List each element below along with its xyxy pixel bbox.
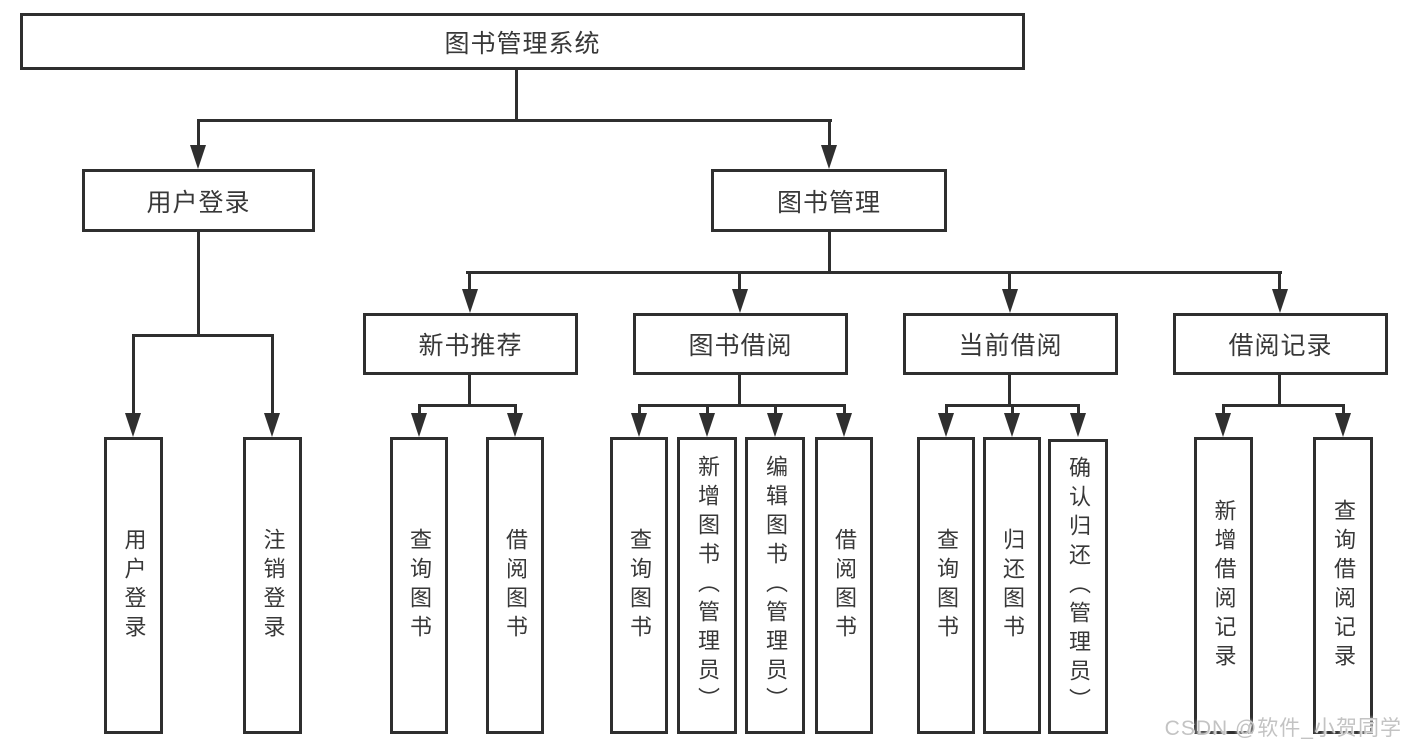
leaf-br-query-record-label: 查询借阅记录 bbox=[1331, 498, 1356, 673]
leaf-cb-confirm-return-admin: 确认归还（管理员） bbox=[1048, 439, 1108, 734]
leaf-bb-query-books-label: 查询图书 bbox=[627, 527, 652, 644]
arrowhead-bb-edit bbox=[767, 413, 783, 437]
arrowhead-bb-add bbox=[699, 413, 715, 437]
connector-bookborrow-stub bbox=[738, 271, 741, 291]
leaf-bb-query-books: 查询图书 bbox=[610, 437, 668, 734]
connector-manage-drop bbox=[828, 119, 831, 147]
connector-leaf-logout-drop bbox=[271, 334, 274, 415]
node-borrow-records: 借阅记录 bbox=[1173, 313, 1388, 375]
leaf-cb-return-books: 归还图书 bbox=[983, 437, 1041, 734]
leaf-bb-add-book-admin: 新增图书（管理员） bbox=[677, 437, 737, 734]
node-book-manage: 图书管理 bbox=[711, 169, 947, 232]
arrowhead-bookborrow bbox=[732, 289, 748, 313]
node-user-login: 用户登录 bbox=[82, 169, 315, 232]
connector-newbook-stub bbox=[468, 271, 471, 291]
arrowhead-leaf-logout bbox=[264, 413, 280, 437]
connector-level2-branch bbox=[197, 119, 832, 122]
arrowhead-cb-query bbox=[938, 413, 954, 437]
node-root: 图书管理系统 bbox=[20, 13, 1025, 70]
leaf-br-add-record-label: 新增借阅记录 bbox=[1211, 498, 1237, 673]
connector-records-branch bbox=[1222, 404, 1345, 407]
leaf-cb-confirm-return-admin-label: 确认归还（管理员） bbox=[1066, 456, 1091, 717]
connector-cb-confirm-stub bbox=[1077, 404, 1080, 415]
arrowhead-login bbox=[190, 145, 206, 169]
connector-newbook-branch bbox=[418, 404, 517, 407]
leaf-bb-edit-book-admin: 编辑图书（管理员） bbox=[745, 437, 805, 734]
node-current-borrow: 当前借阅 bbox=[903, 313, 1118, 375]
leaf-cb-return-books-label: 归还图书 bbox=[1000, 527, 1025, 644]
connector-nb-query-stub bbox=[418, 404, 421, 415]
leaf-bb-borrow-books: 借阅图书 bbox=[815, 437, 873, 734]
connector-leaf-login-drop bbox=[132, 334, 135, 415]
leaf-bb-add-book-admin-label: 新增图书（管理员） bbox=[695, 455, 720, 716]
connector-newbook-out bbox=[468, 375, 471, 407]
leaf-user-login-label: 用户登录 bbox=[121, 527, 147, 644]
arrowhead-bb-borrow bbox=[836, 413, 852, 437]
connector-br-add-stub bbox=[1222, 404, 1225, 415]
connector-root-drop bbox=[515, 70, 518, 121]
connector-currentborrow-out bbox=[1008, 375, 1011, 407]
connector-bb-edit-stub bbox=[774, 404, 777, 415]
arrowhead-leaf-login bbox=[125, 413, 141, 437]
leaf-cb-query-books-label: 查询图书 bbox=[934, 527, 959, 644]
arrowhead-cb-confirm bbox=[1070, 413, 1086, 437]
connector-currentborrow-stub bbox=[1008, 271, 1011, 291]
connector-cb-query-stub bbox=[945, 404, 948, 415]
arrowhead-nb-borrow bbox=[507, 413, 523, 437]
leaf-cb-query-books: 查询图书 bbox=[917, 437, 975, 734]
arrowhead-cb-return bbox=[1004, 413, 1020, 437]
leaf-br-query-record: 查询借阅记录 bbox=[1313, 437, 1373, 734]
leaf-logout: 注销登录 bbox=[243, 437, 302, 734]
arrowhead-br-add bbox=[1215, 413, 1231, 437]
connector-bookborrow-branch bbox=[638, 404, 846, 407]
watermark-text: CSDN @软件_小贺同学 bbox=[1164, 717, 1402, 740]
connector-records-out bbox=[1278, 375, 1281, 407]
node-book-borrow: 图书借阅 bbox=[633, 313, 848, 375]
leaf-bb-edit-book-admin-label: 编辑图书（管理员） bbox=[763, 455, 788, 716]
connector-cb-return-stub bbox=[1011, 404, 1014, 415]
leaf-logout-label: 注销登录 bbox=[260, 527, 286, 644]
connector-level3-branch bbox=[466, 271, 1282, 274]
connector-bookborrow-out bbox=[738, 375, 741, 407]
arrowhead-currentborrow bbox=[1002, 289, 1018, 313]
connector-bb-query-stub bbox=[638, 404, 641, 415]
arrowhead-records bbox=[1272, 289, 1288, 313]
leaf-bb-borrow-books-label: 借阅图书 bbox=[832, 527, 857, 644]
connector-nb-borrow-stub bbox=[514, 404, 517, 415]
arrowhead-bb-query bbox=[631, 413, 647, 437]
connector-bb-borrow-stub bbox=[843, 404, 846, 415]
leaf-nb-borrow-books: 借阅图书 bbox=[486, 437, 544, 734]
connector-manage-out bbox=[828, 232, 831, 274]
connector-bb-add-stub bbox=[706, 404, 709, 415]
leaf-nb-borrow-books-label: 借阅图书 bbox=[503, 527, 528, 644]
connector-records-stub bbox=[1278, 271, 1281, 291]
node-new-book-recommend: 新书推荐 bbox=[363, 313, 578, 375]
leaf-nb-query-books: 查询图书 bbox=[390, 437, 448, 734]
leaf-nb-query-books-label: 查询图书 bbox=[407, 527, 432, 644]
connector-login-drop bbox=[197, 119, 200, 147]
leaf-br-add-record: 新增借阅记录 bbox=[1194, 437, 1253, 734]
arrowhead-newbook bbox=[462, 289, 478, 313]
arrowhead-manage bbox=[821, 145, 837, 169]
connector-login-out bbox=[197, 232, 200, 337]
connector-login-branch bbox=[132, 334, 274, 337]
arrowhead-nb-query bbox=[411, 413, 427, 437]
connector-br-query-stub bbox=[1342, 404, 1345, 415]
leaf-user-login: 用户登录 bbox=[104, 437, 163, 734]
arrowhead-br-query bbox=[1335, 413, 1351, 437]
